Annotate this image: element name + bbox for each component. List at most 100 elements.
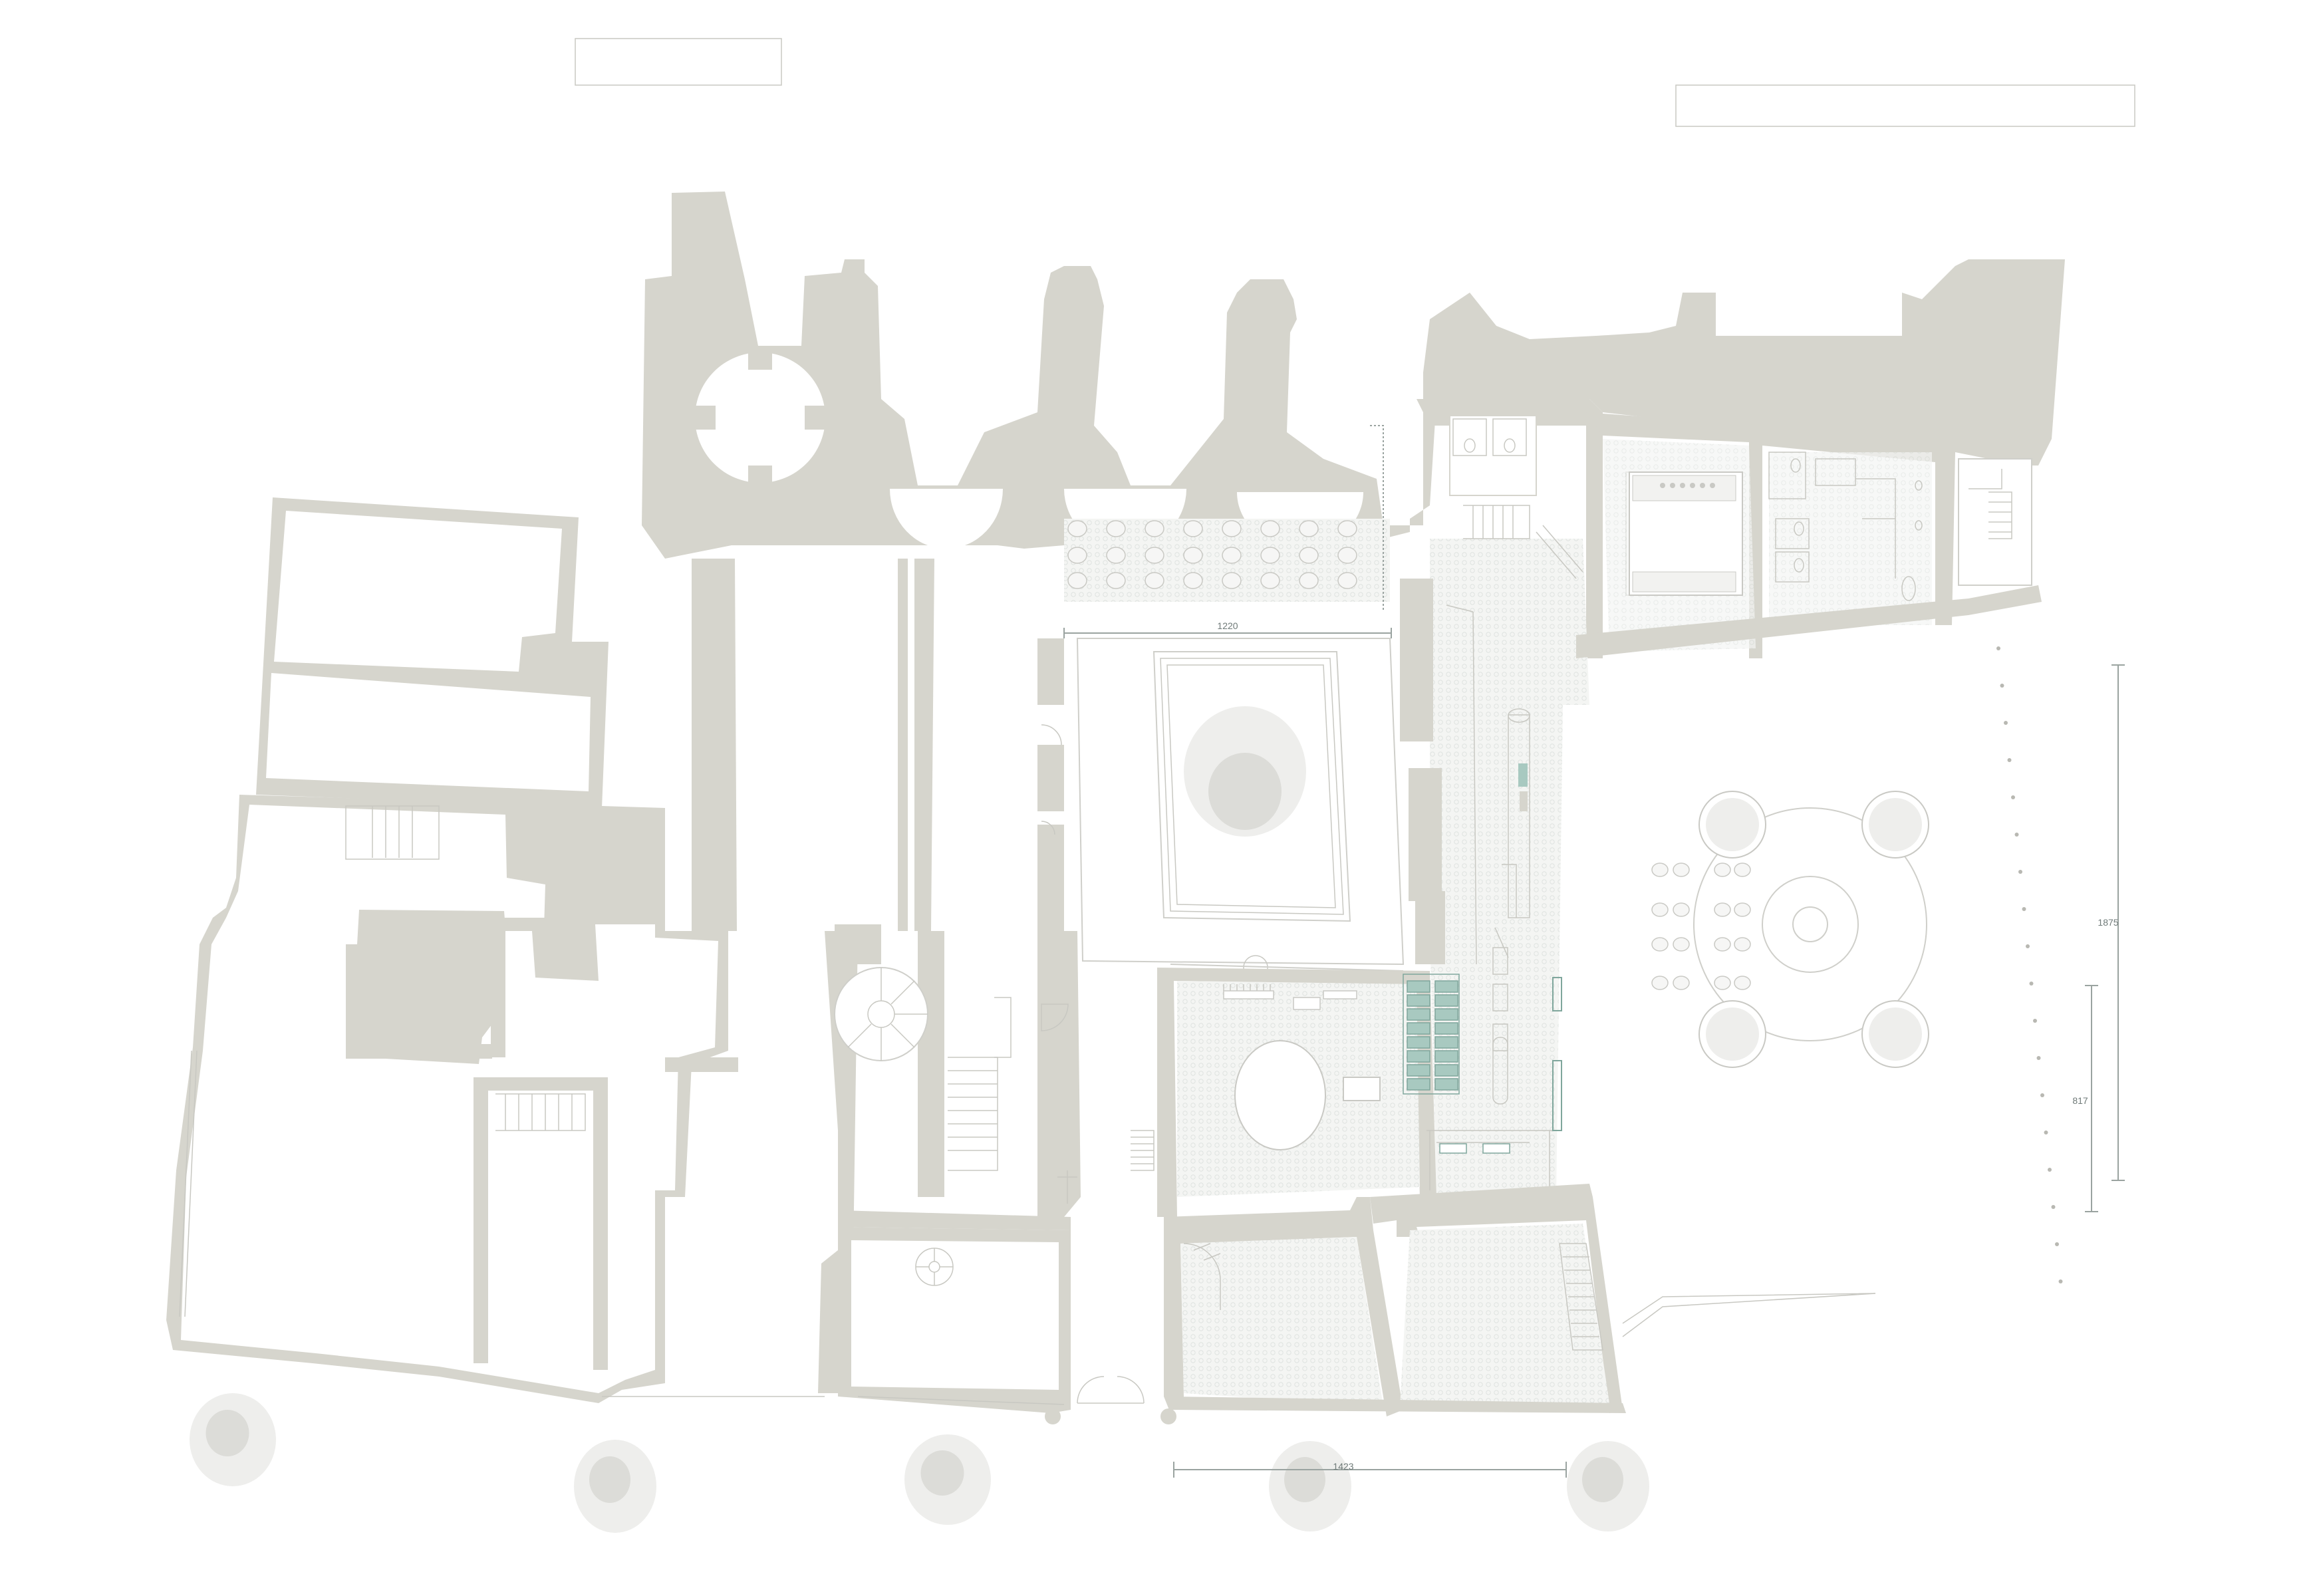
canopy-post — [1996, 646, 2000, 650]
canopy-post — [2014, 833, 2019, 837]
cafe-chair — [1183, 547, 1203, 564]
terrace-chair — [1734, 976, 1751, 990]
street-trees — [190, 1393, 1649, 1533]
tree-canopy — [1582, 1457, 1623, 1502]
terrace-chair — [1714, 937, 1731, 952]
bench-seat — [1407, 1064, 1430, 1077]
terrace-chair — [1673, 863, 1690, 877]
west-wing — [166, 497, 738, 1403]
canopy-post — [2036, 1056, 2041, 1060]
dimension-label-courtyard: 1220 — [1217, 620, 1238, 631]
cafe-chair — [1183, 520, 1203, 537]
south-east-rooms — [1041, 724, 1626, 1416]
cafe-chair — [1337, 572, 1357, 589]
terrace-chair — [1651, 863, 1669, 877]
dimension-label-front: 1423 — [1333, 1461, 1353, 1472]
canopy-post — [2048, 1168, 2052, 1172]
canopy-post — [2055, 1242, 2059, 1246]
terrace-chair — [1734, 863, 1751, 877]
dimension-label-terrace-partial: 817 — [2072, 1095, 2088, 1106]
canopy-post — [2051, 1205, 2056, 1209]
central-halls — [602, 559, 1176, 1424]
cafe-chair — [1145, 572, 1164, 589]
canopy-post — [2040, 1093, 2044, 1097]
cafe-chair — [1299, 547, 1319, 564]
cafe-chair — [1337, 520, 1357, 537]
bench-seat — [1407, 980, 1430, 993]
bench-seat — [1434, 1064, 1458, 1077]
canopy-post — [2018, 870, 2022, 874]
cafe-terrace — [1064, 519, 1390, 602]
canopy-post — [2000, 684, 2004, 688]
terrace-chair — [1673, 902, 1690, 917]
terrace-table-inner — [1706, 1007, 1759, 1061]
east-terrace — [1622, 646, 2063, 1337]
terrace-chair — [1651, 937, 1669, 952]
canopy-post — [2004, 721, 2008, 725]
tree-canopy — [1284, 1457, 1325, 1502]
canopy-post — [2026, 944, 2030, 948]
bench-seat — [1434, 1022, 1458, 1035]
tree-canopy — [205, 1410, 249, 1456]
terrace-chair — [1734, 937, 1751, 952]
dimension-terrace-partial: 817 — [2072, 985, 2098, 1212]
cafe-chair — [1299, 572, 1319, 589]
canopy-post — [2044, 1130, 2048, 1134]
cafe-chair — [1067, 547, 1087, 564]
title-block-frames — [575, 38, 2135, 127]
canopy-post — [2029, 982, 2034, 986]
cafe-chair — [1260, 547, 1280, 564]
cafe-chair — [1222, 547, 1242, 564]
canopy-post — [2022, 907, 2026, 911]
bench-seat — [1407, 1078, 1430, 1091]
tree-canopy — [589, 1456, 630, 1503]
cafe-chair — [1145, 547, 1164, 564]
terrace-chair — [1714, 902, 1731, 917]
cafe-chair — [1222, 520, 1242, 537]
dimension-label-terrace-total: 1875 — [2098, 917, 2118, 928]
cafe-chair — [1145, 520, 1164, 537]
bench-seat — [1434, 980, 1458, 993]
bench-seat — [1407, 1036, 1430, 1049]
terrace-chair — [1714, 976, 1731, 990]
bench-seat — [1407, 1022, 1430, 1035]
terrace-chair — [1651, 976, 1669, 990]
cafe-chair — [1067, 572, 1087, 589]
bench-seat — [1434, 1050, 1458, 1063]
cafe-chair — [1106, 520, 1126, 537]
bench-seat — [1407, 1050, 1430, 1063]
bench-frame — [1403, 974, 1460, 1095]
dimension-courtyard: 1220 — [1063, 425, 1392, 638]
bench-seat — [1434, 1008, 1458, 1021]
cafe-chair — [1183, 572, 1203, 589]
terrace-chair — [1673, 976, 1690, 990]
cafe-chair — [1222, 572, 1242, 589]
cafe-chair — [1067, 520, 1087, 537]
canopy-post — [2011, 795, 2015, 799]
terrace-chair — [1714, 863, 1731, 877]
terrace-chair — [1734, 902, 1751, 917]
terrace-table-inner — [1869, 798, 1922, 851]
cafe-chair — [1260, 572, 1280, 589]
cafe-chair — [1337, 547, 1357, 564]
cafe-chair — [1106, 547, 1126, 564]
bench-seat — [1434, 1078, 1458, 1091]
dimension-terrace-total: 1875 — [2098, 664, 2125, 1181]
bench-seat — [1434, 1036, 1458, 1049]
canopy-post — [2058, 1279, 2063, 1283]
tree-canopy — [920, 1450, 964, 1496]
dimension-front: 1423 — [1173, 1461, 1567, 1478]
terrace-chair — [1651, 902, 1669, 917]
canopy-post — [2007, 758, 2012, 762]
terrace-table-inner — [1706, 798, 1759, 851]
bench-seat — [1407, 1008, 1430, 1021]
courtyard — [1037, 638, 1405, 978]
cafe-chair — [1260, 520, 1280, 537]
terrace-chair — [1673, 937, 1690, 952]
terrace-table-inner — [1869, 1007, 1922, 1061]
east-service-block — [1400, 399, 2042, 1197]
cafe-chair — [1299, 520, 1319, 537]
canopy-post — [2033, 1019, 2037, 1023]
bench-seat — [1407, 994, 1430, 1007]
